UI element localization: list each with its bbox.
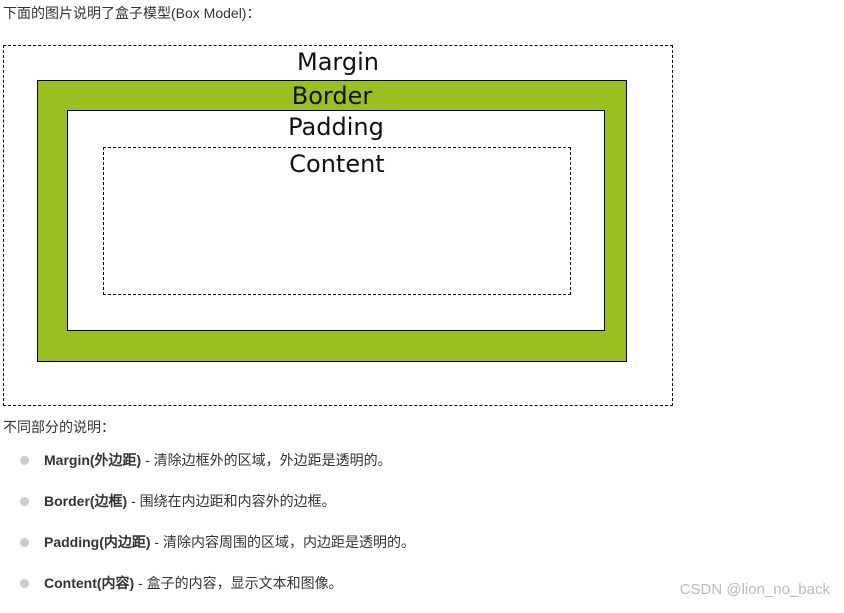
intro-text: 下面的图片说明了盒子模型(Box Model)： xyxy=(3,5,261,21)
border-box: Border Padding Content xyxy=(37,80,627,362)
border-label: Border xyxy=(291,82,373,110)
term: Padding(内边距) xyxy=(44,534,151,550)
definition: - 清除边框外的区域，外边距是透明的。 xyxy=(141,452,392,468)
definition: - 清除内容周围的区域，内边距是透明的。 xyxy=(150,534,415,550)
definition: - 围绕在内边距和内容外的边框。 xyxy=(127,493,336,509)
bullet-icon xyxy=(20,497,29,506)
term: Margin(外边距) xyxy=(44,452,142,468)
watermark: CSDN @lion_no_back xyxy=(679,581,830,598)
padding-box: Padding Content xyxy=(67,110,605,331)
bullet-icon xyxy=(20,456,29,465)
list-item: Margin(外边距) - 清除边框外的区域，外边距是透明的。 xyxy=(20,449,415,490)
description-title: 不同部分的说明： xyxy=(3,419,115,435)
bullet-icon xyxy=(20,579,29,588)
margin-label: Margin xyxy=(297,48,379,76)
bullet-icon xyxy=(20,538,29,547)
definition: - 盒子的内容，显示文本和图像。 xyxy=(134,575,343,591)
list-item: Border(边框) - 围绕在内边距和内容外的边框。 xyxy=(20,490,415,531)
parts-list: Margin(外边距) - 清除边框外的区域，外边距是透明的。 Border(边… xyxy=(20,449,415,613)
padding-label: Padding xyxy=(288,113,384,141)
content-box: Content xyxy=(103,147,571,295)
term: Border(边框) xyxy=(44,493,128,509)
list-item: Padding(内边距) - 清除内容周围的区域，内边距是透明的。 xyxy=(20,531,415,572)
list-item: Content(内容) - 盒子的内容，显示文本和图像。 xyxy=(20,572,415,613)
content-label: Content xyxy=(289,150,385,178)
term: Content(内容) xyxy=(44,575,135,591)
box-model-diagram: Margin Border Padding Content xyxy=(3,45,673,406)
